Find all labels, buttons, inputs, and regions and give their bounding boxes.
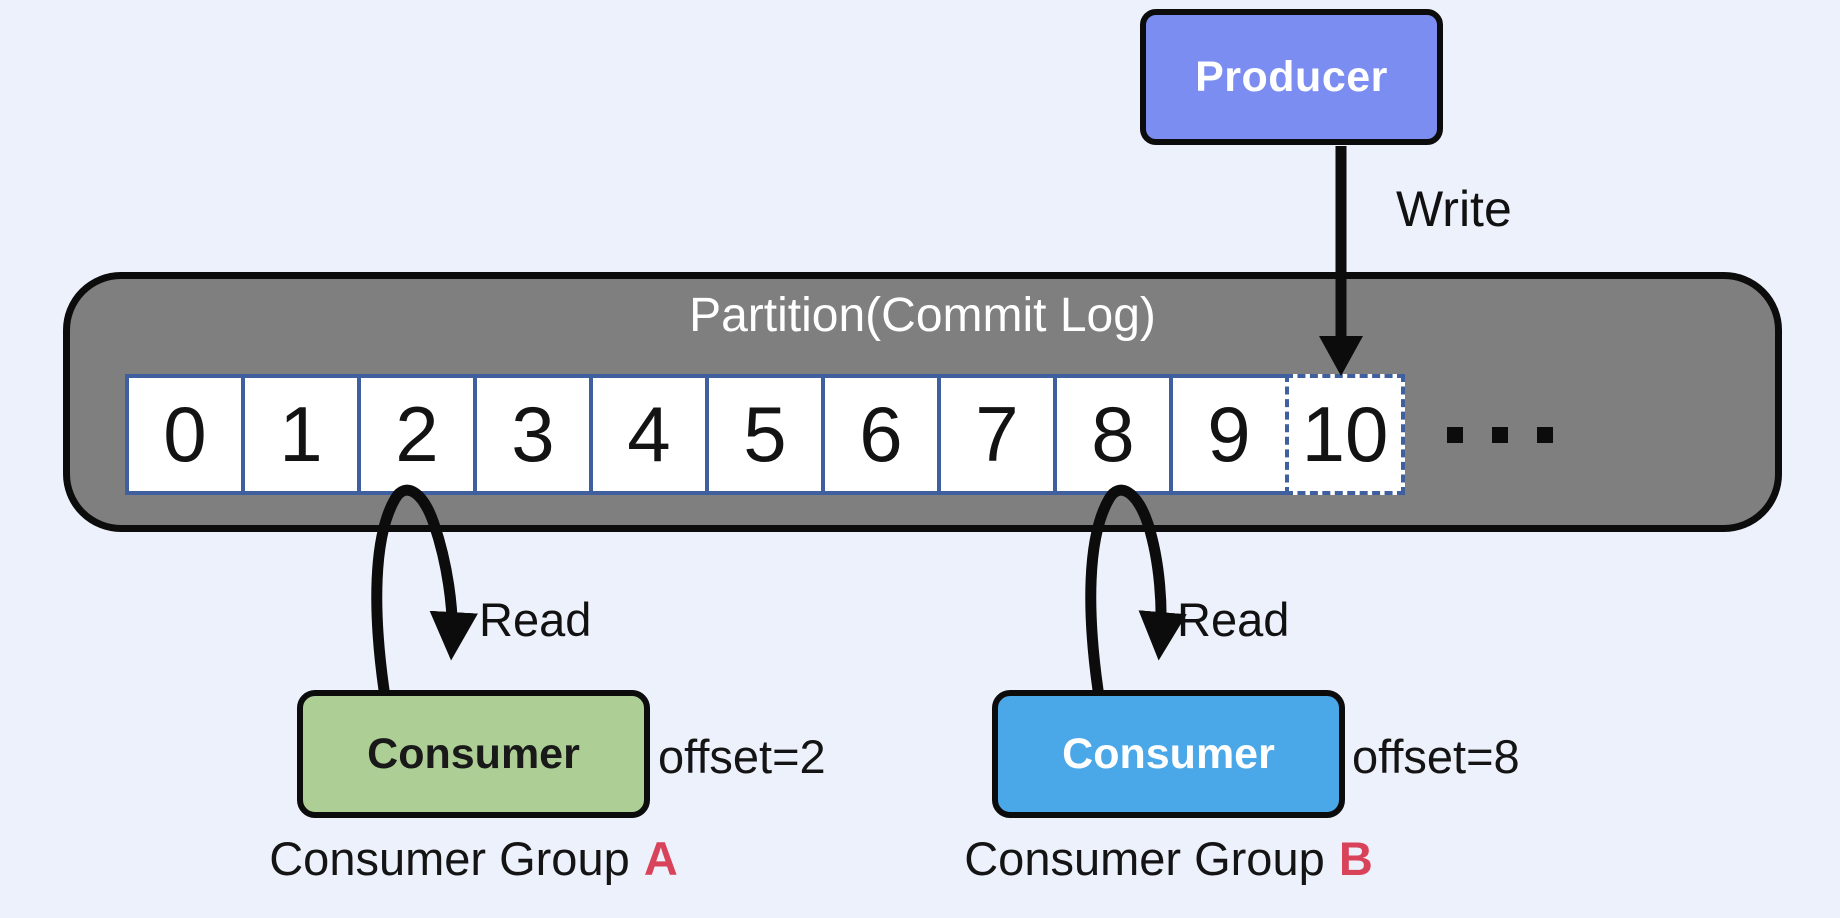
- read-label-a: Read: [479, 593, 592, 646]
- ellipsis-dots: [1447, 427, 1553, 443]
- producer-label: Producer: [1195, 52, 1388, 101]
- group-b-text: Consumer Group: [964, 832, 1325, 885]
- group-a-text: Consumer Group: [269, 832, 630, 885]
- write-label: Write: [1396, 181, 1512, 237]
- read-label-b: Read: [1177, 593, 1290, 646]
- consumer-a-box: Consumer: [297, 690, 650, 818]
- consumer-group-a-label: Consumer Group A: [269, 831, 678, 886]
- ellipsis-dot: [1537, 427, 1553, 443]
- producer-box: Producer: [1140, 9, 1443, 145]
- ellipsis-dot: [1447, 427, 1463, 443]
- consumer-b-label: Consumer: [1062, 729, 1275, 778]
- consumer-a-label: Consumer: [367, 729, 580, 778]
- consumer-b-box: Consumer: [992, 690, 1345, 818]
- consumer-group-b-label: Consumer Group B: [964, 831, 1373, 886]
- group-a-letter: A: [643, 832, 678, 885]
- offset-b-label: offset=8: [1352, 730, 1520, 783]
- offset-a-label: offset=2: [658, 730, 826, 783]
- ellipsis-dot: [1492, 427, 1508, 443]
- partition-title: Partition(Commit Log): [689, 289, 1156, 342]
- group-b-letter: B: [1338, 832, 1373, 885]
